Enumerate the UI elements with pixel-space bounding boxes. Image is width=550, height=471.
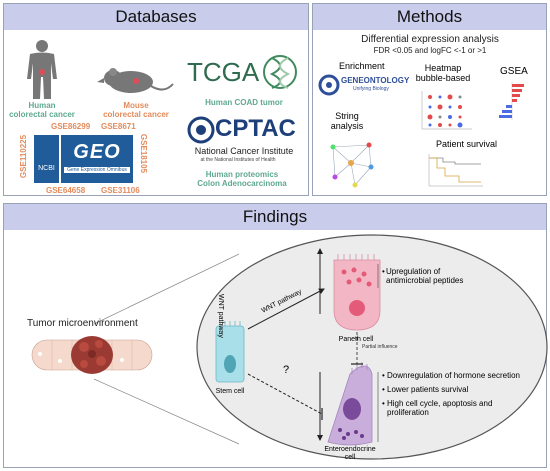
mouse-colorectal-label: Mouse colorectal cancer bbox=[103, 101, 169, 119]
gsea-label: GSEA bbox=[500, 66, 528, 77]
enteroendocrine-cell bbox=[327, 362, 373, 446]
bubble-heatmap-icon bbox=[421, 91, 472, 130]
gene-ontology-sub: Unifying Biology bbox=[353, 86, 389, 92]
entero-bullet-dot-3: • bbox=[382, 399, 385, 408]
wnt-arrow-to-paneth bbox=[247, 288, 325, 330]
paneth-cell-label: Paneth cell bbox=[338, 336, 374, 343]
tcga-helix-icon bbox=[263, 55, 297, 89]
findings-title: Findings bbox=[4, 204, 546, 230]
tumor-mass bbox=[71, 336, 113, 374]
entero-bullet-1: Downregulation of hormone secretion bbox=[387, 371, 520, 380]
survival-curve-icon bbox=[428, 154, 483, 187]
geo-id-top-right: GSE8671 bbox=[101, 122, 136, 131]
entero-bullet-2: Lower patients survival bbox=[387, 385, 469, 394]
geo-logo: GEO Gene Expression Omnibus bbox=[61, 135, 133, 183]
gene-ontology-logo-icon bbox=[318, 74, 340, 96]
cptac-logo: CPTAC bbox=[215, 115, 296, 142]
string-analysis-label: String analysis bbox=[330, 111, 364, 131]
wnt-vertical-label: WNT pathway bbox=[217, 294, 224, 338]
ncbi-text: NCBI bbox=[38, 165, 55, 172]
human-silhouette-icon bbox=[27, 40, 57, 99]
paneth-bullet: Upregulation of antimicrobial peptides bbox=[386, 267, 464, 285]
entero-bullet-dot-1: • bbox=[382, 371, 385, 380]
paneth-cell bbox=[333, 254, 381, 331]
heatmap-label: Heatmap bubble-based bbox=[415, 63, 471, 83]
mouse-silhouette-icon bbox=[97, 68, 174, 93]
tcga-logo: TCGA bbox=[187, 57, 260, 87]
geo-id-bottom-right: GSE31106 bbox=[101, 186, 140, 195]
question-mark: ? bbox=[283, 364, 290, 376]
geo-text: GEO bbox=[73, 141, 121, 163]
patient-survival-label: Patient survival bbox=[436, 139, 498, 149]
geo-id-bottom-left: GSE64658 bbox=[46, 186, 86, 195]
geo-id-top-left: GSE86299 bbox=[51, 122, 91, 131]
entero-bullet-3: High cell cycle, apoptosis and prolifera… bbox=[387, 399, 493, 417]
entero-bullet-dot-2: • bbox=[382, 385, 385, 394]
methods-panel: Methods Differential expression analysis… bbox=[312, 3, 547, 196]
cptac-circle-icon bbox=[187, 116, 215, 144]
dea-criteria: FDR <0.05 and logFC <-1 or >1 bbox=[373, 46, 487, 55]
tcga-label: Human COAD tumor bbox=[205, 98, 283, 107]
human-colorectal-label: Human colorectal cancer bbox=[9, 101, 75, 119]
gene-ontology-text: GENEONTOLOGY bbox=[341, 76, 410, 85]
dea-title: Differential expression analysis bbox=[361, 34, 499, 45]
methods-title: Methods bbox=[313, 4, 546, 30]
enrichment-label: Enrichment bbox=[339, 61, 385, 71]
string-network-icon bbox=[330, 142, 374, 188]
question-arrow-to-entero bbox=[247, 373, 323, 415]
stem-cell-label: Stem cell bbox=[215, 388, 245, 395]
geo-id-right: GSE18105 bbox=[139, 133, 149, 174]
nci-sub: at the National Institutes of Health bbox=[200, 157, 276, 163]
geo-id-left: GSE110225 bbox=[19, 134, 29, 179]
partial-influence-label: Partial influence bbox=[362, 344, 398, 350]
tumor-microenvironment-label: Tumor microenvironment bbox=[27, 318, 138, 329]
nci-name: National Cancer Institute bbox=[194, 146, 294, 156]
cell-diagram bbox=[31, 234, 548, 460]
paneth-bullet-dot: • bbox=[382, 267, 385, 276]
gsea-plot-icon bbox=[499, 82, 524, 120]
entero-cell-label: Enteroendocrine cell bbox=[324, 446, 376, 461]
findings-panel: Findings bbox=[3, 203, 548, 468]
databases-panel: Databases Human colorectal cancer Mouse … bbox=[3, 3, 309, 196]
databases-title: Databases bbox=[4, 4, 308, 30]
proteomics-label: Human proteomics Colon Adenocarcinoma bbox=[197, 170, 287, 188]
stem-cell bbox=[215, 321, 245, 383]
geo-caption: Gene Expression Omnibus bbox=[64, 167, 130, 173]
ncbi-logo: NCBI bbox=[34, 135, 59, 183]
